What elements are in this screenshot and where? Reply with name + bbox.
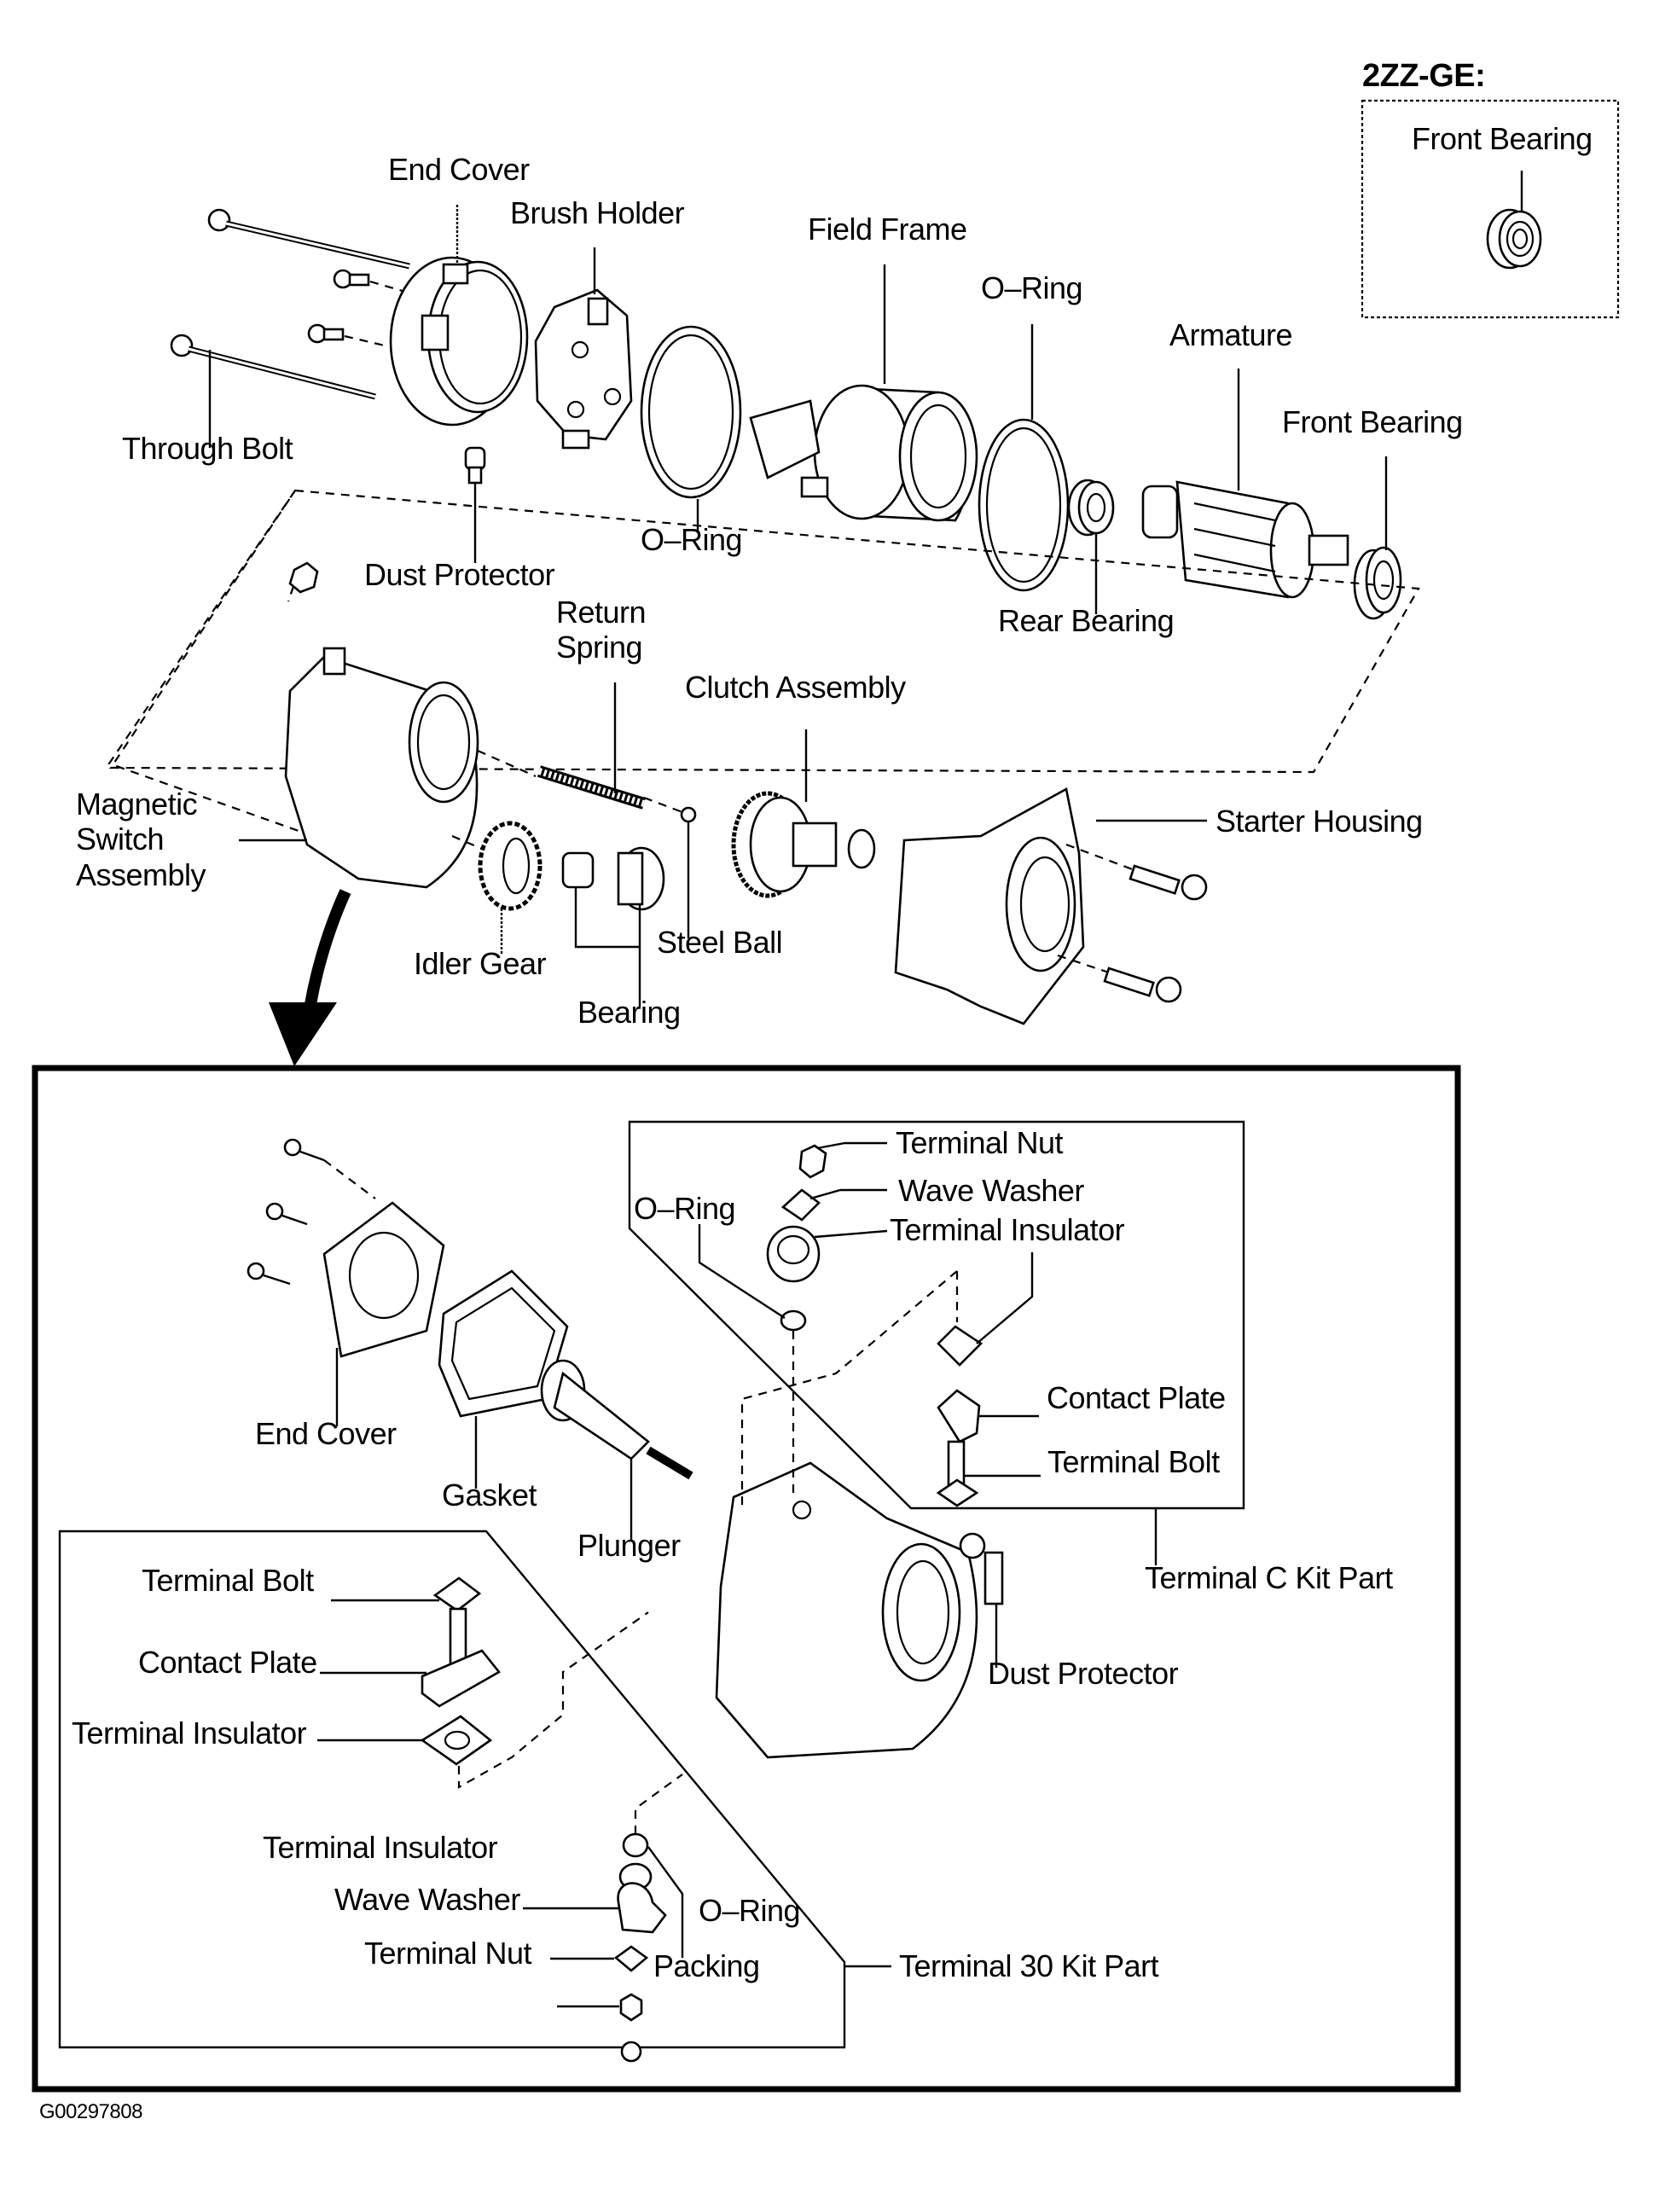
detail-end-cover-label: End Cover xyxy=(255,1416,397,1451)
30-kit-o-ring-label: O–Ring xyxy=(699,1893,801,1928)
detail-dust-protector-label: Dust Protector xyxy=(988,1656,1179,1691)
plunger-label: Plunger xyxy=(577,1528,681,1563)
front-bearing-part xyxy=(1353,546,1402,620)
steel-ball-part xyxy=(680,806,697,823)
inset-front-bearing-label: Front Bearing xyxy=(1412,121,1593,156)
c-kit-terminal-nut-label: Terminal Nut xyxy=(896,1125,1064,1160)
detail-arrow xyxy=(269,889,351,1066)
plunger-part xyxy=(540,1359,693,1480)
30-kit-terminal-insulator-2-label: Terminal Insulator xyxy=(263,1830,498,1865)
terminal-c-parts xyxy=(698,1141,1041,1510)
c-kit-wave-washer-label: Wave Washer xyxy=(898,1173,1084,1208)
30-kit-wave-washer-label: Wave Washer xyxy=(334,1882,520,1917)
front-bearing-label: Front Bearing xyxy=(1282,404,1463,439)
30-kit-terminal-nut-label: Terminal Nut xyxy=(364,1936,532,1971)
end-cover-part xyxy=(389,256,529,427)
dust-protector-part xyxy=(464,446,486,485)
terminal-30-kit-outline xyxy=(58,1530,846,2049)
inset-front-bearing-part xyxy=(1486,208,1542,270)
dust-protector-label: Dust Protector xyxy=(364,557,555,592)
o-ring-1-label: O–Ring xyxy=(641,522,743,557)
magnetic-switch-body-part xyxy=(715,1461,978,1759)
clutch-assembly-part xyxy=(731,791,876,898)
clutch-assembly-label: Clutch Assembly xyxy=(685,670,906,705)
return-spring-part xyxy=(537,765,647,810)
rear-bearing-label: Rear Bearing xyxy=(998,603,1175,638)
o-ring-2-part xyxy=(978,418,1070,592)
30-kit-terminal-bolt-label: Terminal Bolt xyxy=(142,1563,314,1598)
magnetic-switch-part xyxy=(239,561,479,889)
c-kit-terminal-insulator-label: Terminal Insulator xyxy=(890,1212,1125,1247)
magnetic-switch-assembly-label: Magnetic Switch Assembly xyxy=(76,787,206,892)
idler-gear-part xyxy=(478,821,542,911)
through-bolt-part xyxy=(170,208,410,400)
inset-box xyxy=(1361,99,1620,319)
rear-bearing-part xyxy=(1067,479,1115,537)
field-frame-part xyxy=(749,384,978,522)
terminal-30-parts xyxy=(317,1576,684,2063)
starter-housing-part xyxy=(894,787,1085,1025)
30-kit-packing-label: Packing xyxy=(653,1948,760,1983)
30-kit-contact-plate-label: Contact Plate xyxy=(138,1645,317,1680)
o-ring-2-label: O–Ring xyxy=(981,270,1083,305)
terminal-c-kit-title: Terminal C Kit Part xyxy=(1145,1560,1393,1595)
terminal-c-kit-outline xyxy=(628,1120,1245,1510)
return-spring-label: Return Spring xyxy=(556,595,647,665)
brush-holder-part xyxy=(534,288,633,450)
armature-part xyxy=(1141,480,1349,599)
small-screw-parts xyxy=(307,269,406,348)
through-bolt-label: Through Bolt xyxy=(122,431,293,466)
o-ring-part xyxy=(640,325,742,499)
detail-frame xyxy=(32,1065,1461,2093)
terminal-30-kit-title: Terminal 30 Kit Part xyxy=(899,1948,1159,1983)
variant-label: 2ZZ-GE: xyxy=(1362,58,1486,94)
idler-gear-label: Idler Gear xyxy=(414,946,547,981)
housing-bolts xyxy=(1057,843,1208,1003)
field-frame-label: Field Frame xyxy=(808,212,967,247)
assembly-outline xyxy=(108,489,1420,774)
steel-ball-label: Steel Ball xyxy=(657,925,783,960)
c-kit-contact-plate-label: Contact Plate xyxy=(1047,1380,1226,1415)
30-kit-terminal-insulator-1-label: Terminal Insulator xyxy=(72,1716,307,1750)
bearing-label: Bearing xyxy=(577,995,681,1030)
figure-code: G00297808 xyxy=(39,2100,142,2123)
detail-end-cover-part xyxy=(247,1138,445,1358)
end-cover-label: End Cover xyxy=(388,152,530,187)
starter-housing-label: Starter Housing xyxy=(1216,804,1423,839)
brush-holder-label: Brush Holder xyxy=(510,195,685,230)
c-kit-o-ring-label: O–Ring xyxy=(634,1191,736,1226)
bearing-part xyxy=(561,846,665,911)
armature-label: Armature xyxy=(1169,317,1293,352)
c-kit-terminal-bolt-label: Terminal Bolt xyxy=(1047,1444,1220,1479)
detail-dust-protector-part xyxy=(959,1532,1004,1605)
gasket-label: Gasket xyxy=(442,1478,537,1512)
